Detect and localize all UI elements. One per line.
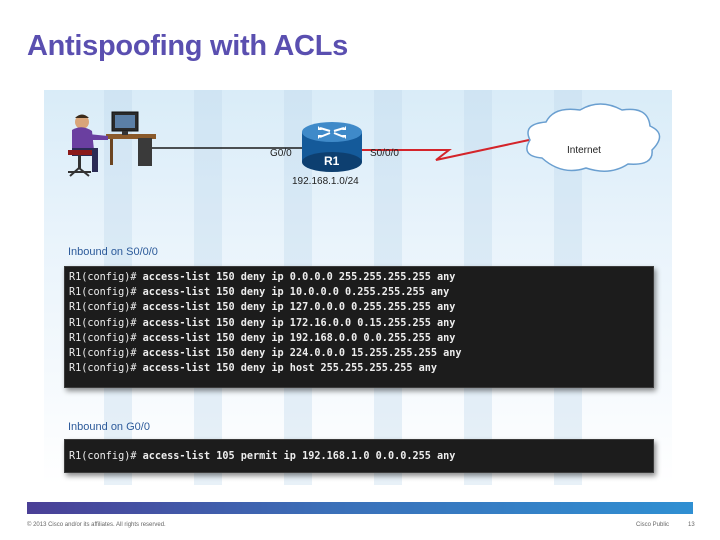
footer-copyright: © 2013 Cisco and/or its affiliates. All … [27,522,166,528]
internet-cloud-icon [526,103,661,172]
cli-line: R1(config)# access-list 150 deny ip 192.… [69,332,456,344]
cli-line: R1(config)# access-list 150 deny ip 172.… [69,317,456,329]
footer-page-number: 13 [688,522,695,528]
footer-bar [27,502,693,514]
workstation-icon [68,111,156,177]
footer-classification: Cisco Public [636,522,670,528]
cli-line: R1(config)# access-list 150 deny ip 0.0.… [69,272,456,283]
cli-line: R1(config)# access-list 150 deny ip 10.0… [69,287,450,299]
router-name-label: R1 [324,154,340,168]
serial-link [362,139,530,161]
interface-g0-label: G0/0 [270,148,292,159]
slide-title: Antispoofing with ACLs [27,30,348,62]
cli-line: R1(config)# access-list 150 deny ip 127.… [69,302,456,314]
cli-line: R1(config)# access-list 150 deny ip 224.… [69,348,462,360]
network-topology [68,103,661,177]
section-heading-g0: Inbound on G0/0 [68,421,150,433]
interface-s0-label: S0/0/0 [370,148,399,159]
cli-line: R1(config)# access-list 150 deny ip host… [69,363,438,375]
subnet-label: 192.168.1.0/24 [292,176,359,187]
cli-box-g0: R1(config)# access-list 105 permit ip 19… [64,439,654,473]
cli-box-s0: R1(config)# access-list 150 deny ip 0.0.… [64,266,654,388]
router-icon [302,122,362,172]
section-heading-s0: Inbound on S0/0/0 [68,246,158,258]
cloud-label: Internet [567,145,601,156]
cli-line: R1(config)# access-list 105 permit ip 19… [69,451,456,462]
